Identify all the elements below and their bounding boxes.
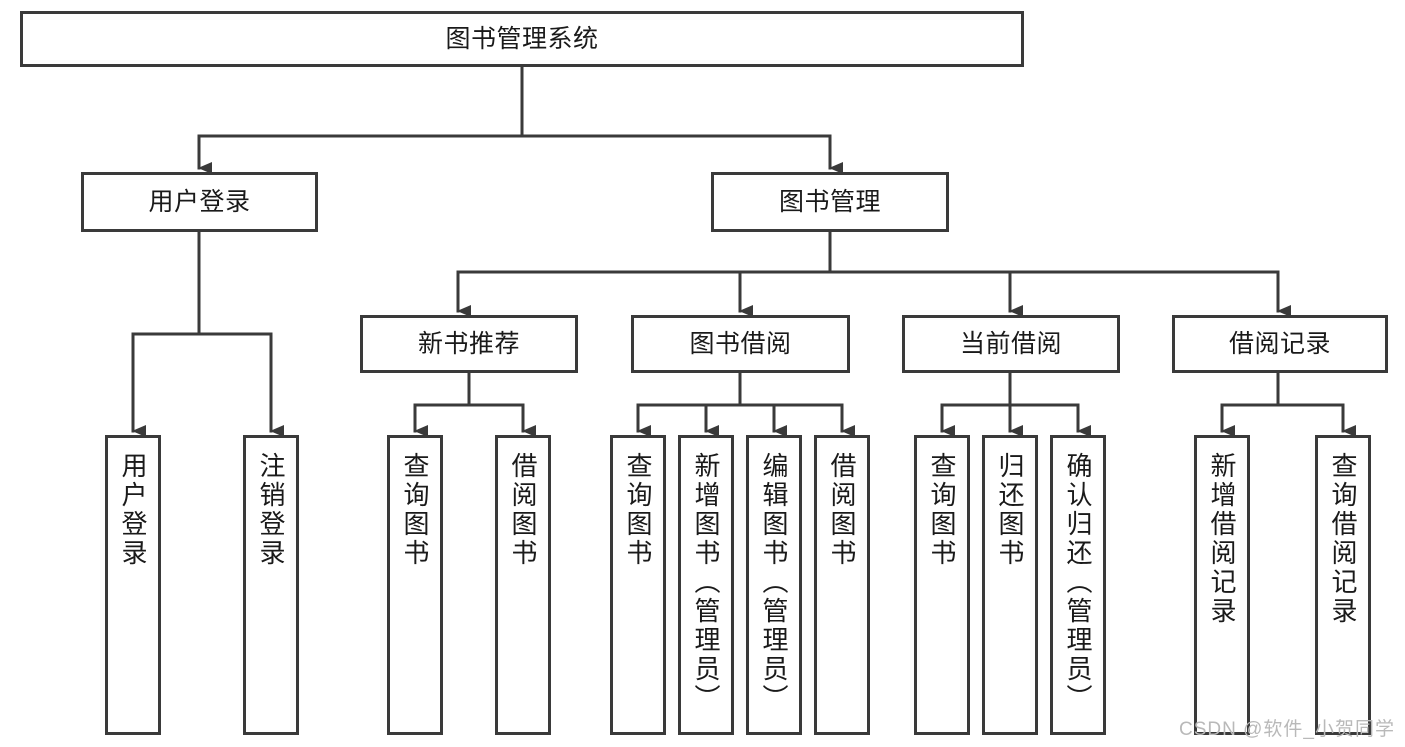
node-leaf-logout-login[interactable]: 注销登录 — [243, 435, 299, 735]
node-leaf-query-book-1[interactable]: 查询图书 — [387, 435, 443, 735]
node-leaf-add-record-label: 新增借阅记录 — [1207, 452, 1237, 626]
node-root-label: 图书管理系统 — [445, 25, 599, 53]
node-book-borrow-label: 图书借阅 — [689, 330, 792, 358]
node-new-book-recommend[interactable]: 新书推荐 — [360, 315, 578, 373]
node-borrow-record-label: 借阅记录 — [1228, 330, 1331, 358]
node-leaf-logout-login-label: 注销登录 — [256, 452, 286, 568]
node-leaf-user-login[interactable]: 用户登录 — [105, 435, 161, 735]
node-leaf-return-book-label: 归还图书 — [995, 452, 1025, 568]
node-leaf-add-book[interactable]: 新增图书（管理员） — [678, 435, 734, 735]
node-leaf-user-login-label: 用户登录 — [118, 452, 148, 568]
node-user-login[interactable]: 用户登录 — [81, 172, 318, 232]
node-leaf-add-book-label: 新增图书（管理员） — [691, 452, 721, 713]
node-root[interactable]: 图书管理系统 — [20, 11, 1024, 67]
node-leaf-confirm-return[interactable]: 确认归还（管理员） — [1050, 435, 1106, 735]
node-leaf-edit-book[interactable]: 编辑图书（管理员） — [746, 435, 802, 735]
node-leaf-edit-book-label: 编辑图书（管理员） — [759, 452, 789, 713]
node-leaf-query-record[interactable]: 查询借阅记录 — [1315, 435, 1371, 735]
node-leaf-query-book-1-label: 查询图书 — [400, 452, 430, 568]
node-current-borrow[interactable]: 当前借阅 — [902, 315, 1120, 373]
node-book-manage[interactable]: 图书管理 — [711, 172, 949, 232]
node-user-login-label: 用户登录 — [148, 188, 251, 216]
node-leaf-query-record-label: 查询借阅记录 — [1328, 452, 1358, 626]
watermark-text: CSDN @软件_小贺同学 — [1179, 719, 1395, 740]
node-leaf-query-book-3[interactable]: 查询图书 — [914, 435, 970, 735]
node-borrow-record[interactable]: 借阅记录 — [1172, 315, 1388, 373]
node-leaf-query-book-2[interactable]: 查询图书 — [610, 435, 666, 735]
node-book-manage-label: 图书管理 — [778, 188, 881, 216]
node-leaf-borrow-book-2-label: 借阅图书 — [827, 452, 857, 568]
node-book-borrow[interactable]: 图书借阅 — [631, 315, 850, 373]
node-leaf-borrow-book-1[interactable]: 借阅图书 — [495, 435, 551, 735]
node-leaf-return-book[interactable]: 归还图书 — [982, 435, 1038, 735]
node-leaf-confirm-return-label: 确认归还（管理员） — [1063, 452, 1093, 713]
node-leaf-query-book-2-label: 查询图书 — [623, 452, 653, 568]
node-new-book-recommend-label: 新书推荐 — [417, 330, 520, 358]
node-leaf-query-book-3-label: 查询图书 — [927, 452, 957, 568]
node-leaf-borrow-book-2[interactable]: 借阅图书 — [814, 435, 870, 735]
node-current-borrow-label: 当前借阅 — [959, 330, 1062, 358]
node-leaf-borrow-book-1-label: 借阅图书 — [508, 452, 538, 568]
node-leaf-add-record[interactable]: 新增借阅记录 — [1194, 435, 1250, 735]
